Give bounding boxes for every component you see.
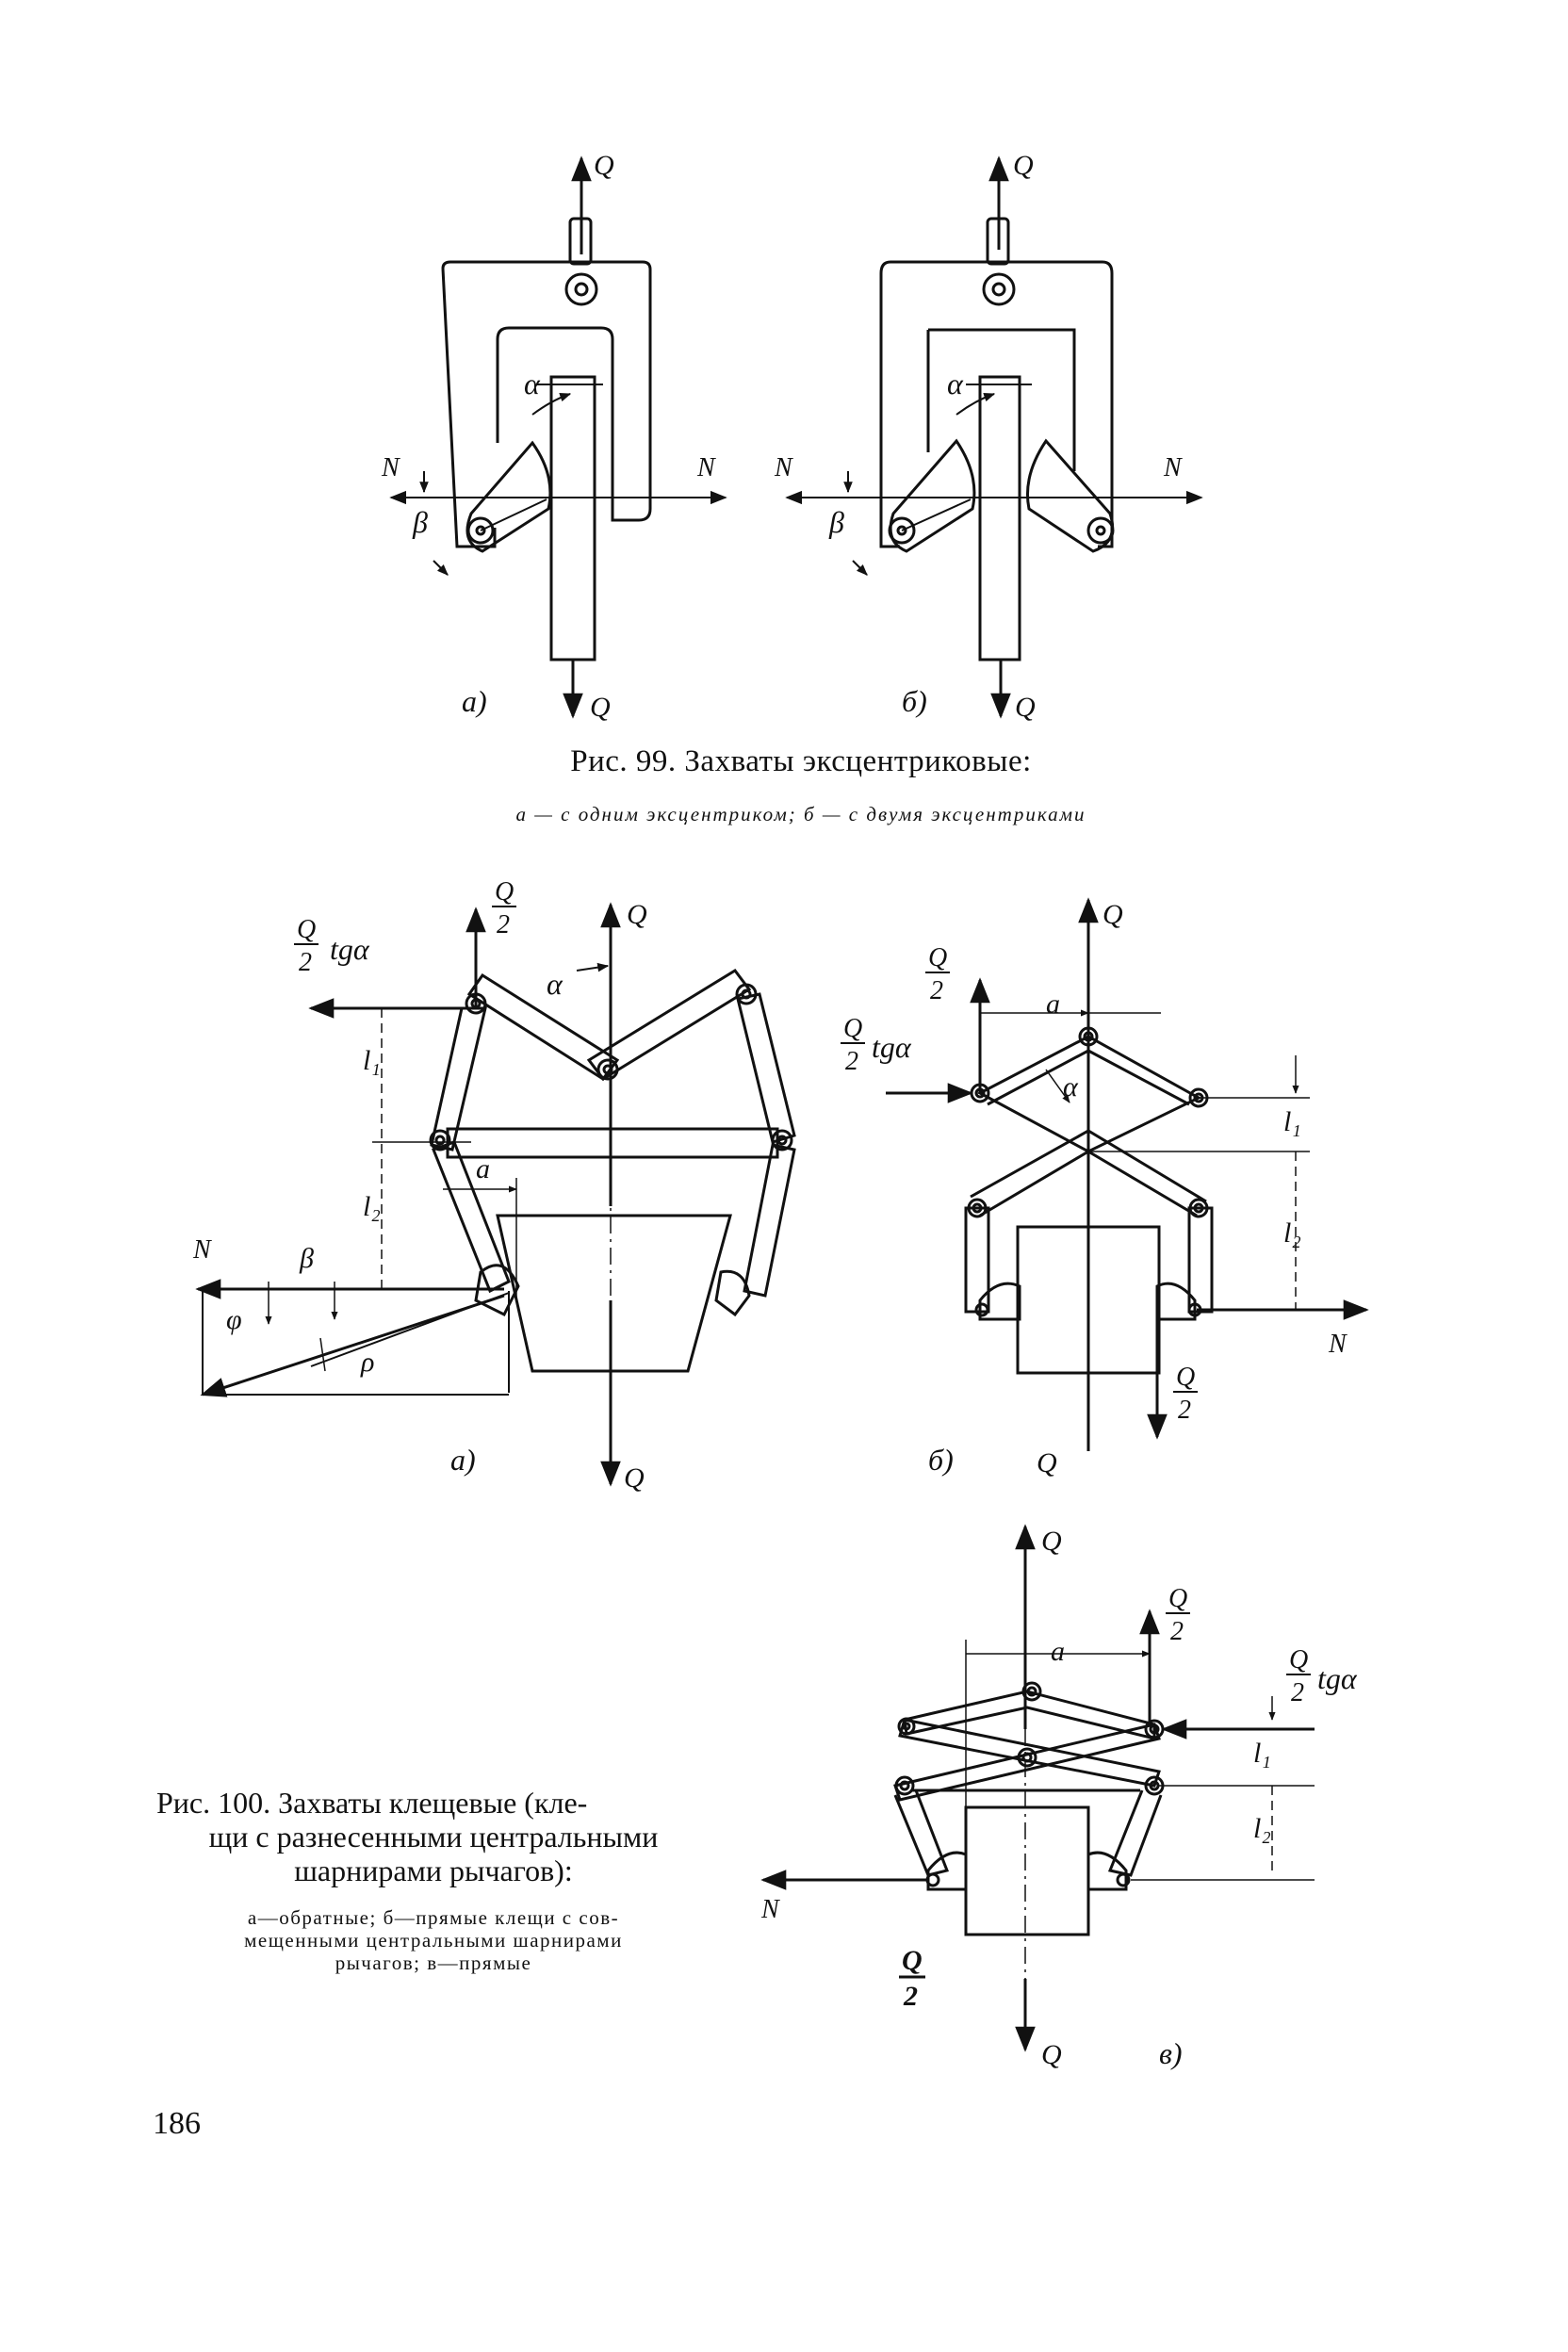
fig100-caption-sub-line3: рычагов; в—прямые [335, 1952, 532, 1974]
fig100-caption-title-line3: шарнирами рычагов): [294, 1854, 573, 1887]
fig100b-q-half-num: Q [928, 943, 947, 972]
fig100v-l2: l₂ [1253, 1813, 1271, 1844]
fig100-caption-sub-line1: а—обратные; б—прямые клещи с сов- [247, 1906, 620, 1929]
fig100a-l2: l₂ [363, 1191, 381, 1222]
fig100-caption-title-line1: Рис. 100. Захваты клещевые (кле- [156, 1786, 588, 1820]
fig100a-q-bottom: Q [624, 1462, 645, 1494]
fig100a-tg-den: 2 [299, 948, 312, 977]
fig99-caption-title: Рис. 99. Захваты эксцентриковые: [570, 744, 1032, 778]
fig100a-tg-num: Q [297, 915, 316, 944]
fig99a-beta: β [412, 505, 428, 539]
fig100v-tg-den: 2 [1291, 1678, 1304, 1707]
fig100a-q-half-den: 2 [497, 910, 510, 939]
fig100v-a: a [1051, 1636, 1065, 1667]
fig99b-q-top: Q [1013, 150, 1034, 181]
fig100v-q-bottom: Q [1041, 2039, 1062, 2070]
fig100b-a: a [1046, 988, 1060, 1020]
fig99a-alpha: α [524, 367, 541, 400]
fig100v-n: N [760, 1895, 780, 1924]
fig100b-tg-den: 2 [845, 1047, 858, 1076]
fig100v-q-half-den: 2 [1170, 1617, 1184, 1646]
fig99b-q-bottom: Q [1015, 692, 1036, 723]
fig100v-q-half-num: Q [1168, 1584, 1187, 1613]
fig100b-q-half2-num: Q [1176, 1363, 1195, 1392]
fig99-b-drawing [785, 155, 1203, 719]
fig100-b-drawing [886, 897, 1369, 1451]
page-number: 186 [153, 2106, 201, 2141]
fig100-v-drawing [760, 1524, 1315, 2052]
fig100a-phi: φ [226, 1304, 242, 1335]
fig100a-q-half-num: Q [495, 877, 514, 906]
fig99a-n-left: N [381, 453, 400, 482]
fig100a-n: N [192, 1235, 212, 1265]
fig99a-n-right: N [696, 453, 716, 482]
fig99-a-drawing [389, 155, 727, 719]
fig99b-beta: β [828, 505, 844, 539]
fig99b-alpha: α [947, 367, 964, 400]
fig100b-q-bottom: Q [1037, 1447, 1057, 1478]
fig100a-l1: l₁ [363, 1045, 381, 1076]
fig100b-tg: tgα [872, 1030, 912, 1064]
fig100a-beta: β [299, 1243, 314, 1274]
fig99a-q-bottom: Q [590, 692, 611, 723]
fig99a-label: а) [462, 684, 487, 718]
fig100a-label: а) [450, 1443, 476, 1477]
fig100a-alpha: α [547, 967, 564, 1001]
fig100b-n: N [1328, 1330, 1348, 1359]
fig100v-label: в) [1159, 2036, 1183, 2070]
fig99b-n-right: N [1163, 453, 1183, 482]
fig100a-q-top: Q [627, 899, 647, 930]
fig100b-q-half2-den: 2 [1178, 1396, 1191, 1425]
fig100-caption-sub-line2: мещенными центральными шарнирами [244, 1929, 623, 1952]
fig100b-alpha: α [1063, 1071, 1079, 1102]
fig100a-a: a [476, 1153, 490, 1184]
fig100a-rho: ρ [360, 1347, 374, 1378]
fig100v-l1: l₁ [1253, 1738, 1271, 1769]
fig100a-tg: tgα [330, 932, 370, 966]
fig100b-label: б) [928, 1443, 954, 1477]
fig100v-tg: tgα [1317, 1661, 1358, 1695]
fig100b-l1: l₁ [1283, 1106, 1301, 1137]
fig100b-l2: l₂ [1283, 1217, 1301, 1249]
fig100-a-drawing [195, 902, 796, 1487]
fig100v-q-top: Q [1041, 1526, 1062, 1557]
fig100-caption-title-line2: щи с разнесенными центральными [208, 1820, 659, 1854]
fig99-caption-subtitle: а — с одним эксцентриком; б — с двумя эк… [515, 803, 1086, 825]
fig100-caption: Рис. 100. Захваты клещевые (кле- щи с ра… [151, 1786, 716, 1974]
fig99b-n-left: N [774, 453, 793, 482]
fig100v-q-half-l-den: 2 [903, 1981, 918, 2012]
fig100b-tg-num: Q [843, 1014, 862, 1043]
fig100v-q-half-l-num: Q [902, 1945, 923, 1976]
fig99a-q-top: Q [594, 150, 614, 181]
fig100v-tg-num: Q [1289, 1645, 1308, 1674]
fig100b-q-top: Q [1102, 899, 1123, 930]
fig100b-q-half-den: 2 [930, 976, 943, 1005]
fig99b-label: б) [902, 684, 927, 718]
